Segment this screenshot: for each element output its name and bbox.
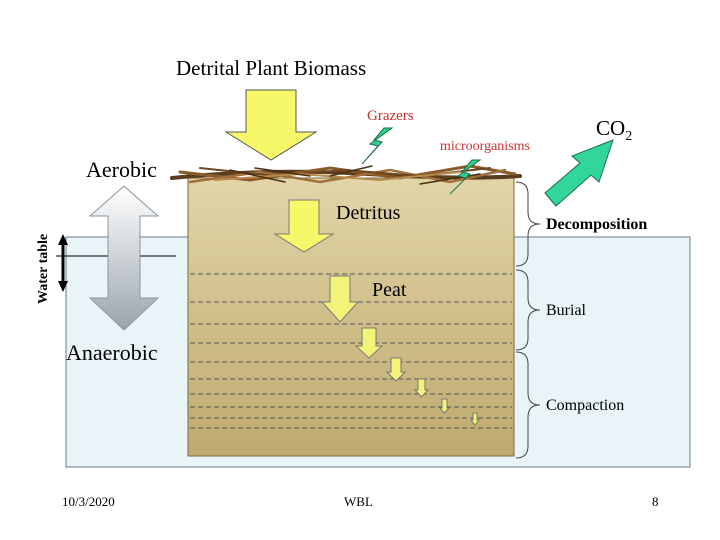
microorganisms-label: microorganisms — [440, 139, 530, 154]
co2-label: CO2 — [596, 116, 632, 145]
sediment-layers — [190, 273, 512, 429]
peat-label: Peat — [372, 279, 407, 301]
anaerobic-label: Anaerobic — [66, 340, 158, 365]
sediment-column — [187, 177, 515, 457]
grazers-bolt-icon — [361, 127, 394, 165]
water-table-label: Water table — [36, 233, 51, 304]
process-braces — [515, 181, 541, 459]
footer-author: WBL — [344, 494, 373, 509]
decomposition-label: Decomposition — [546, 216, 648, 233]
microorganisms-bolt-icon — [449, 159, 482, 195]
co2-label-main: CO — [596, 116, 626, 140]
footer-page-number: 8 — [652, 494, 659, 509]
sinking-arrows — [320, 275, 481, 426]
water-table-marker — [58, 234, 68, 292]
co2-release-arrow — [544, 139, 614, 207]
co2-label-sub: 2 — [625, 129, 633, 145]
detritus-label: Detritus — [336, 202, 401, 224]
biomass-input-arrow — [224, 89, 318, 161]
compaction-label: Compaction — [546, 397, 625, 414]
footer-date: 10/3/2020 — [62, 494, 115, 509]
burial-label: Burial — [546, 302, 586, 319]
aerobic-label: Aerobic — [86, 157, 157, 182]
detritus-arrow — [273, 199, 335, 253]
plant-litter-layer — [170, 164, 522, 185]
aerobic-anaerobic-arrow — [88, 185, 160, 331]
diagram-title: Detrital Plant Biomass — [176, 56, 367, 80]
grazers-label: Grazers — [367, 108, 414, 124]
